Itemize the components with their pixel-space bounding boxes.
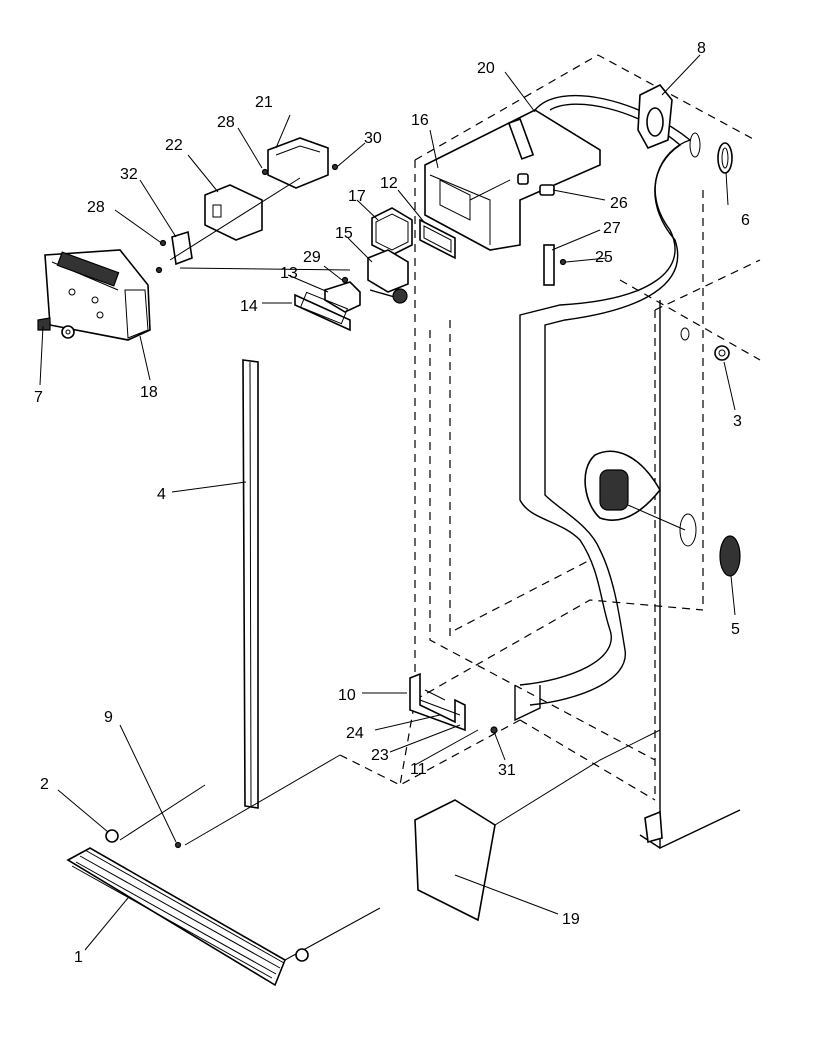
callout-19: 19 xyxy=(562,911,580,928)
callout-25: 25 xyxy=(595,249,613,266)
callout-27: 27 xyxy=(603,220,621,237)
callout-23: 23 xyxy=(371,747,389,764)
bracket-group xyxy=(155,137,351,274)
callout-21: 21 xyxy=(255,94,273,111)
kick-plate xyxy=(66,784,381,987)
callout-17: 17 xyxy=(348,188,366,205)
callout-32: 32 xyxy=(120,166,138,183)
callout-29: 29 xyxy=(303,249,321,266)
callout-13: 13 xyxy=(280,265,298,282)
callout-8: 8 xyxy=(697,40,706,57)
light-assembly xyxy=(584,450,741,577)
callout-11: 11 xyxy=(410,761,427,778)
callout-18: 18 xyxy=(140,384,158,401)
callout-31: 31 xyxy=(498,762,516,779)
callout-30: 30 xyxy=(364,130,382,147)
bottom-hinge xyxy=(644,810,663,844)
leader-lines xyxy=(39,54,736,951)
water-tube xyxy=(514,94,692,722)
callout-4: 4 xyxy=(157,486,166,503)
top-bracket-part-8 xyxy=(637,83,701,158)
screw-part-3 xyxy=(680,327,730,361)
callout-12: 12 xyxy=(380,175,398,192)
misc-hardware xyxy=(517,173,567,286)
dispenser-housing xyxy=(424,109,601,251)
callout-24: 24 xyxy=(346,725,364,742)
insert-part-6 xyxy=(717,142,733,174)
lower-bracket xyxy=(409,672,498,734)
trim-strip xyxy=(242,359,259,809)
callout-6: 6 xyxy=(741,212,750,229)
callout-20: 20 xyxy=(477,60,495,77)
control-panel xyxy=(37,249,151,341)
callout-15: 15 xyxy=(335,225,353,242)
callout-7: 7 xyxy=(34,389,43,406)
callout-5: 5 xyxy=(731,621,740,638)
callout-26: 26 xyxy=(610,195,628,212)
callout-16: 16 xyxy=(411,112,429,129)
screw-part-9 xyxy=(174,754,341,849)
panel-part-19 xyxy=(414,729,661,922)
callout-3: 3 xyxy=(733,413,742,430)
callout-labels: 8 20 16 6 26 27 25 12 17 15 29 13 14 21 … xyxy=(34,40,750,966)
callout-28-lower: 28 xyxy=(87,199,105,216)
callout-10: 10 xyxy=(338,687,356,704)
callout-28-upper: 28 xyxy=(217,114,235,131)
callout-14: 14 xyxy=(240,298,258,315)
callout-2: 2 xyxy=(40,776,49,793)
callout-1: 1 xyxy=(74,949,83,966)
callout-9: 9 xyxy=(104,709,113,726)
dispenser-internals xyxy=(294,207,456,332)
callout-22: 22 xyxy=(165,137,183,154)
